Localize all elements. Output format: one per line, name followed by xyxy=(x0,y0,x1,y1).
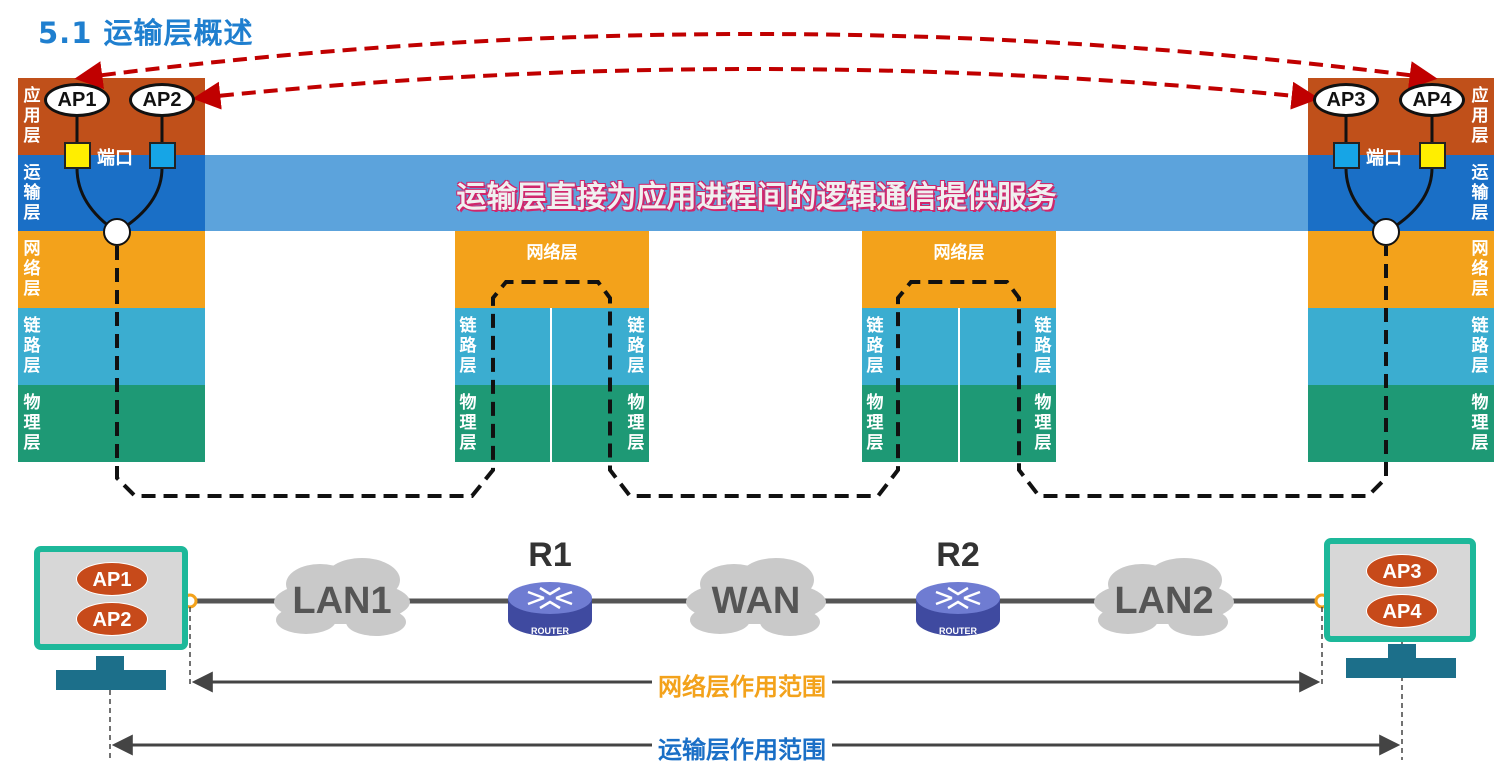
r1-physical-label-right: 物理层 xyxy=(627,393,645,453)
r2-physical-label-right: 物理层 xyxy=(1034,393,1052,453)
left-link-label: 链路层 xyxy=(23,316,41,376)
r1-network-layer xyxy=(455,231,649,308)
left-transport-label: 运输层 xyxy=(23,163,41,223)
right-physical-label: 物理层 xyxy=(1471,393,1489,453)
lan1-cloud xyxy=(274,558,410,636)
left-pc-ap2: AP2 xyxy=(76,602,148,636)
router1-icon xyxy=(508,582,592,636)
right-port-label: 端口 xyxy=(1366,148,1402,169)
left-ap1-oval: AP1 xyxy=(44,83,110,117)
right-network-label: 网络层 xyxy=(1471,239,1489,299)
right-link-label: 链路层 xyxy=(1471,316,1489,376)
right-application-label: 应用层 xyxy=(1471,86,1489,146)
ap1-ap4-arc xyxy=(74,32,1438,90)
transport-banner xyxy=(205,155,1308,231)
left-port-blue xyxy=(149,142,176,169)
network-scope-label: 网络层作用范围 xyxy=(652,667,832,702)
r2-network-label: 网络层 xyxy=(933,243,985,263)
r1-physical-layer xyxy=(455,385,649,462)
lan2-label: LAN2 xyxy=(1114,580,1214,622)
right-mux-node xyxy=(1372,218,1400,246)
right-ap4-oval: AP4 xyxy=(1399,83,1465,117)
transport-scope-label: 运输层作用范围 xyxy=(652,730,832,765)
page-title: 5.1 运输层概述 xyxy=(38,16,254,50)
left-physical-layer xyxy=(18,385,205,462)
r1-divider xyxy=(550,308,552,462)
r2-link-label-right: 链路层 xyxy=(1034,316,1052,376)
wan-cloud xyxy=(686,558,826,636)
data-path xyxy=(115,246,1388,498)
left-mux-node xyxy=(103,218,131,246)
r2-physical-label-left: 物理层 xyxy=(866,393,884,453)
router2-icon xyxy=(916,582,1000,636)
transport-banner-text: 运输层直接为应用进程间的逻辑通信提供服务 xyxy=(456,180,1057,215)
right-transport-label: 运输层 xyxy=(1471,163,1489,223)
right-port-yellow xyxy=(1419,142,1446,169)
wan-label: WAN xyxy=(711,580,801,622)
right-pc-ap3: AP3 xyxy=(1366,554,1438,588)
r2-network-layer xyxy=(862,231,1056,308)
left-port-yellow xyxy=(64,142,91,169)
left-ap2-oval: AP2 xyxy=(129,83,195,117)
right-pc-ap4: AP4 xyxy=(1366,594,1438,628)
left-network-label: 网络层 xyxy=(23,239,41,299)
router1-label: R1 xyxy=(528,536,572,574)
router2-label: R2 xyxy=(936,536,980,574)
r2-link-label-left: 链路层 xyxy=(866,316,884,376)
r2-divider xyxy=(958,308,960,462)
r1-link-layer xyxy=(455,308,649,385)
r1-physical-label-left: 物理层 xyxy=(459,393,477,453)
r1-network-label: 网络层 xyxy=(526,243,578,263)
left-port-label: 端口 xyxy=(97,148,133,169)
right-ap3-oval: AP3 xyxy=(1313,83,1379,117)
right-physical-layer xyxy=(1308,385,1494,462)
left-link-layer xyxy=(18,308,205,385)
left-application-label: 应用层 xyxy=(23,86,41,146)
right-port-blue xyxy=(1333,142,1360,169)
ap2-ap3-arc xyxy=(192,67,1320,110)
left-pc-ap1: AP1 xyxy=(76,562,148,596)
lan1-label: LAN1 xyxy=(292,580,392,622)
r1-link-label-right: 链路层 xyxy=(627,316,645,376)
lan2-cloud xyxy=(1094,558,1234,636)
right-network-layer xyxy=(1308,231,1494,308)
router1-tag: ROUTER xyxy=(531,626,569,636)
r1-link-label-left: 链路层 xyxy=(459,316,477,376)
left-physical-label: 物理层 xyxy=(23,393,41,453)
right-link-layer xyxy=(1308,308,1494,385)
router2-tag: ROUTER xyxy=(939,626,977,636)
